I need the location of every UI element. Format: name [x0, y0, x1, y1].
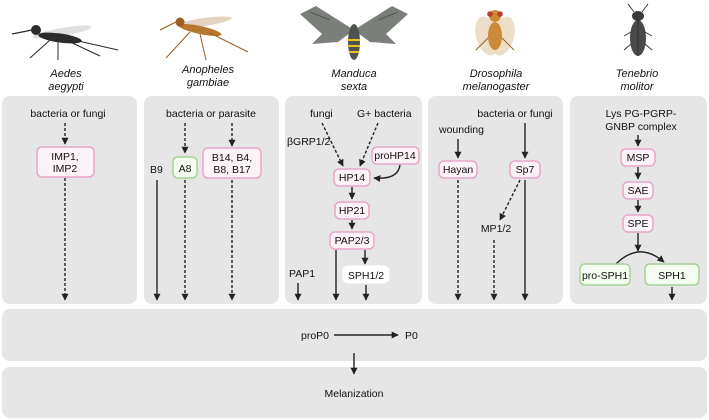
tenebrio-sae-box	[622, 181, 654, 200]
species-epithet-manduca: sexta	[341, 81, 367, 93]
manduca-pap23-label: PAP2/3	[335, 235, 370, 247]
aedes-imp-label-1: IMP1,	[51, 151, 78, 163]
aedes-imp-label-2: IMP2	[53, 163, 78, 175]
tenebrio-spe-label: SPE	[627, 218, 648, 230]
tenebrio-prosph1-label: pro-SPH1	[582, 270, 628, 282]
drosophila-mp12-label: MP1/2	[481, 223, 512, 235]
anopheles-a8-label: A8	[179, 163, 192, 175]
panel-drosophila	[428, 96, 563, 304]
panel-aedes	[2, 96, 137, 304]
anopheles-b-label-1: B14, B4,	[212, 152, 252, 164]
tenebrio-sph1-box	[644, 263, 700, 286]
aedes-imp-box	[36, 146, 95, 178]
melanization-label: Melanization	[325, 388, 384, 400]
manduca-gplus-arrow	[359, 122, 379, 167]
species-genus-tenebrio: Tenebrio	[616, 68, 658, 80]
species-genus-anopheles: Anopheles	[181, 64, 234, 76]
manduca-prohp14-box	[371, 146, 420, 165]
anopheles-b9-label: B9	[150, 164, 163, 176]
manduca-hp21-label: HP21	[339, 205, 365, 217]
species-epithet-anopheles: gambiae	[187, 77, 229, 89]
panel-melanization	[2, 367, 707, 418]
manduca-pap1-label: PAP1	[289, 268, 315, 280]
tenebrio-prosph1-box	[579, 263, 631, 286]
tenebrio-sae-label: SAE	[627, 185, 648, 197]
species-genus-aedes: Aedes	[49, 68, 82, 80]
manduca-hp14-box	[333, 168, 371, 187]
tenebrio-msp-box	[620, 148, 656, 167]
anopheles-b-box	[202, 147, 262, 179]
manduca-sph12-box	[342, 265, 390, 284]
drosophila-sp7-label: Sp7	[516, 164, 535, 176]
panel-anopheles	[144, 96, 279, 304]
mosquito-anopheles-illustration	[159, 16, 249, 61]
manduca-bgrp-label: βGRP1/2	[287, 136, 331, 148]
manduca-gplus-label: G+ bacteria	[357, 108, 412, 120]
tenebrio-complex-label-2: GNBP complex	[605, 121, 677, 133]
tenebrio-complex-label-1: Lys PG-PGRP-	[606, 108, 677, 120]
manduca-sph12-label: SPH1/2	[348, 270, 384, 282]
beetle-tenebrio-illustration	[623, 3, 653, 56]
anopheles-a8-box	[172, 156, 198, 179]
manduca-hp21-box	[334, 201, 370, 220]
drosophila-wounding-label: wounding	[438, 124, 484, 136]
drosophila-hayan-box	[438, 160, 478, 179]
manduca-fungi-arrow	[321, 122, 344, 167]
manduca-hp14-label: HP14	[339, 172, 365, 184]
fly-drosophila-illustration	[475, 10, 515, 56]
moth-manduca-illustration	[300, 6, 408, 60]
drosophila-hayan-label: Hayan	[443, 164, 474, 176]
manduca-prohp14-arrow	[373, 164, 401, 183]
species-epithet-drosophila: melanogaster	[463, 81, 531, 93]
tenebrio-msp-label: MSP	[627, 152, 650, 164]
anopheles-trigger-label: bacteria or parasite	[166, 108, 256, 120]
tenebrio-sph1-label: SPH1	[658, 270, 686, 282]
tenebrio-spe-box	[622, 214, 654, 233]
manduca-prohp14-label: proHP14	[374, 150, 416, 162]
species-genus-drosophila: Drosophila	[470, 68, 523, 80]
manduca-fungi-label: fungi	[310, 108, 333, 120]
anopheles-b-label-2: B8, B17	[213, 164, 251, 176]
propo-label: proP0	[301, 330, 329, 342]
drosophila-trigger-label: bacteria or fungi	[477, 108, 552, 120]
po-label: P0	[405, 330, 418, 342]
species-epithet-tenebrio: molitor	[620, 81, 654, 93]
species-epithet-aedes: aegypti	[48, 81, 84, 93]
aedes-trigger-label: bacteria or fungi	[30, 108, 105, 120]
drosophila-sp7-box	[509, 160, 541, 179]
manduca-pap23-box	[329, 231, 375, 250]
mosquito-aedes-illustration	[11, 25, 119, 60]
drosophila-sp7-to-mp-arrow	[499, 179, 521, 221]
tenebrio-prosph1-arrow	[613, 251, 665, 267]
species-genus-manduca: Manduca	[331, 68, 376, 80]
